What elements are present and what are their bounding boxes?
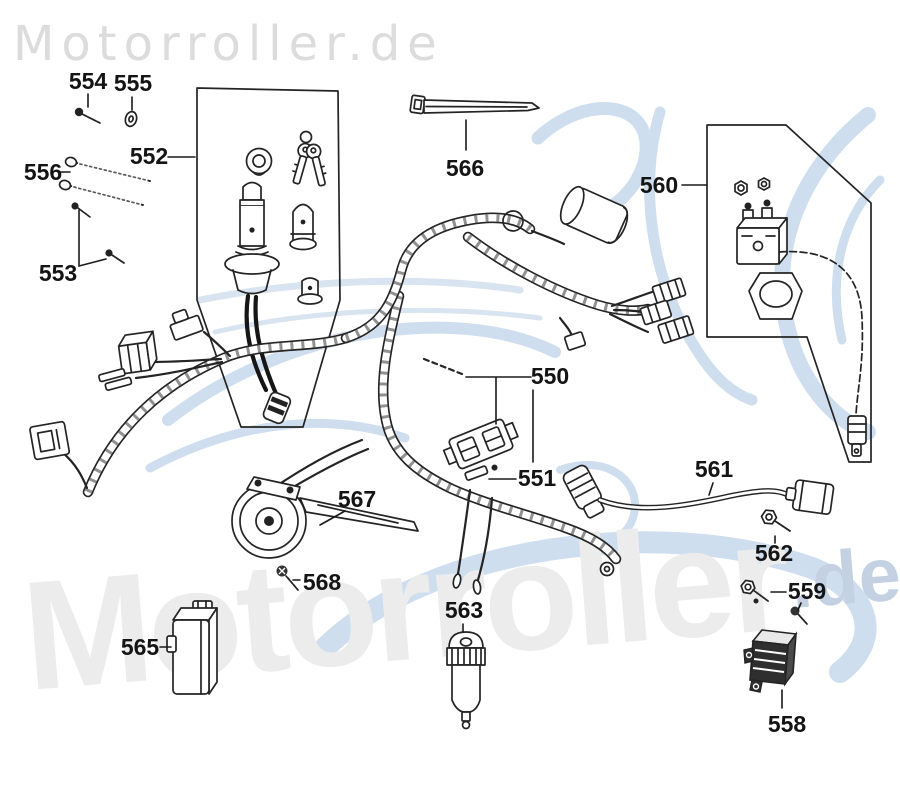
screws-553-drawing: [71, 202, 125, 264]
part-label-561: 561: [695, 456, 734, 482]
part-label-566: 566: [446, 155, 484, 181]
screw-568-drawing: [276, 565, 299, 591]
relay-cable-drawing: [778, 250, 867, 457]
part-label-568: 568: [303, 569, 342, 595]
ignition-lock-box-552: [196, 87, 341, 428]
leader-553: [78, 209, 107, 268]
relay-box-560: [706, 124, 872, 463]
part-label-563: 563: [445, 597, 483, 623]
fuse-holder-drawing: [442, 418, 519, 481]
bolts-559-drawing: [740, 579, 808, 625]
keys-drawing: [292, 130, 327, 187]
part-label-552: 552: [130, 143, 168, 169]
part-label-562: 562: [755, 540, 793, 566]
condenser-drawing: [446, 631, 486, 730]
part-label-554: 554: [69, 68, 108, 94]
part-label-559: 559: [788, 578, 826, 604]
horn-drawing: [231, 476, 419, 559]
ignition-switch-drawing: [224, 181, 292, 425]
part-label-565: 565: [121, 634, 160, 660]
connector-cluster-drawing: [639, 277, 695, 344]
flasher-relay-drawing: [166, 600, 218, 695]
regulator-drawing: [743, 598, 798, 693]
part-label-550: 550: [531, 363, 569, 389]
screws-556-drawing: [58, 156, 151, 207]
bolt-562-drawing: [760, 509, 791, 532]
screw-554-drawing: [74, 107, 101, 124]
part-label-558: 558: [768, 711, 807, 737]
nuts-drawing: [734, 177, 771, 196]
leader-559: [770, 591, 802, 611]
part-label-560: 560: [640, 172, 678, 198]
rubber-boot-drawing: [748, 272, 803, 320]
watermark-bottom-suffix: .de: [788, 531, 900, 625]
part-label-567: 567: [338, 486, 376, 512]
spade-terminals-drawing: [98, 368, 133, 391]
part-label-555: 555: [114, 70, 153, 96]
labels-layer: 554 555 556 552 553 566 560 550 551 561 …: [24, 68, 826, 737]
cap-drawing: [297, 277, 323, 305]
part-label-553: 553: [39, 260, 77, 286]
leader-567: [319, 510, 346, 526]
connector-left-drawing: [29, 420, 71, 461]
cable-tie-566-drawing: [409, 94, 540, 115]
drawing-layer: [29, 87, 872, 730]
nut-555-drawing: [124, 110, 138, 128]
starter-relay-drawing: [736, 199, 788, 265]
leader-561: [708, 482, 714, 496]
leader-550: [465, 376, 534, 463]
lock-cylinder-drawing: [289, 203, 317, 251]
watermark-top-text: Motorroller.de: [13, 16, 444, 72]
small-connector-drawing: [169, 308, 204, 341]
wiring-harness-drawing: [29, 185, 695, 595]
part-label-556: 556: [24, 159, 62, 185]
cube-connector-drawing: [117, 330, 158, 375]
cdi-unit-drawing: [502, 185, 629, 244]
part-label-551: 551: [518, 465, 557, 491]
spark-cable-drawing: [562, 464, 835, 519]
mini-connector-drawing: [563, 331, 587, 351]
